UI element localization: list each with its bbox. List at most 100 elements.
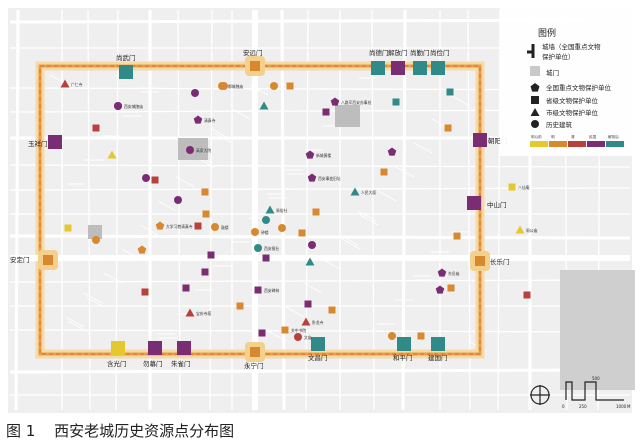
site-label: 西安城隍庙 [124, 104, 143, 109]
lane [175, 176, 195, 188]
legend-title: 图例 [538, 27, 556, 39]
legend-era-5: 解放后 [608, 134, 619, 139]
lane [67, 320, 87, 332]
gate-label: 文昌门 [308, 353, 328, 362]
landmark-block [335, 105, 360, 127]
site-square-icon [254, 286, 262, 294]
site-pentagon-icon [307, 173, 317, 182]
site-circle-icon [174, 196, 182, 204]
site-pentagon-icon [137, 245, 147, 254]
site-label: 西安报社 [264, 246, 279, 251]
lane [103, 272, 123, 284]
legend-wall-label-1: 城墙（全国重点文物 [542, 42, 601, 51]
site-label: 八路军西安办事处 [341, 100, 372, 105]
site-label: 周公庙 [526, 228, 538, 233]
site-circle-icon [211, 223, 219, 231]
legend-wall-symbol [527, 44, 535, 58]
legend-gate-symbol [530, 66, 540, 76]
gate-label: 永宁门 [244, 361, 264, 370]
site-triangle-icon [185, 308, 195, 317]
gate-marker [473, 133, 487, 147]
site-label: 文庙 [304, 335, 312, 340]
site-triangle-icon [107, 150, 117, 159]
site-triangle-icon [515, 225, 525, 234]
lane [231, 108, 251, 120]
site-circle-icon [142, 174, 150, 182]
site-square-icon [281, 326, 289, 334]
legend-circle-icon [531, 120, 539, 128]
gate-marker [431, 61, 445, 75]
scale-bar: 0 250 500 1000 M [562, 376, 631, 409]
site-square-icon [444, 124, 452, 132]
landmark-block [88, 225, 102, 239]
lane [413, 142, 433, 154]
site-circle-icon [114, 102, 122, 110]
site-square-icon [202, 210, 210, 218]
site-triangle-icon [259, 101, 269, 110]
gate-label: 朱雀门 [171, 359, 191, 368]
legend-historic-label: 历史建筑 [546, 120, 573, 129]
site-square-icon [194, 222, 202, 230]
street [497, 9, 501, 411]
legend-era-swatch [606, 141, 624, 147]
site-pentagon-icon [305, 150, 315, 159]
gate-label: 勿幕门 [143, 359, 163, 368]
lane [357, 210, 377, 222]
lane [65, 316, 85, 328]
street [9, 187, 631, 191]
figure-caption: 图 1 西安老城历史资源点分布图 [6, 420, 636, 442]
gate-label: 建国门 [428, 353, 448, 362]
scale-bar-icon [565, 381, 624, 401]
site-square-icon [523, 291, 531, 299]
site-label: 都城隍庙 [228, 84, 243, 89]
lane [211, 128, 231, 140]
city-gates: 尚武门安远门尚德门解放门尚勤门尚俭门玉祥门朝阳门中山门安定门长乐门含光门勿幕门朱… [10, 48, 510, 370]
site-square-icon [447, 284, 455, 292]
gate-label: 长乐门 [490, 257, 510, 266]
gate-marker [250, 347, 260, 357]
street [87, 9, 91, 411]
site-label: 广仁寺 [71, 82, 83, 87]
legend-era-swatch [568, 141, 586, 147]
site-square-icon [298, 229, 306, 237]
street [209, 9, 213, 411]
site-square-icon [258, 329, 266, 337]
site-circle-icon [308, 241, 316, 249]
site-square-icon [182, 284, 190, 292]
lane [213, 132, 233, 144]
site-label: 高家大院 [196, 148, 211, 153]
legend-panel [500, 8, 632, 156]
site-square-icon [201, 268, 209, 276]
site-square-icon [380, 168, 388, 176]
gate-marker [177, 341, 191, 355]
site-triangle-icon [305, 257, 315, 266]
site-label: 人民大厦 [361, 190, 376, 195]
gate-label: 玉祥门 [28, 139, 48, 148]
gate-marker [413, 61, 427, 75]
lane [267, 330, 287, 342]
legend-province-label: 省级文物保护单位 [546, 96, 599, 105]
gate-label: 尚勤门 [410, 48, 430, 57]
gate-marker [119, 65, 133, 79]
site-square-icon [312, 208, 320, 216]
site-pentagon-icon [437, 268, 447, 277]
scale-unit: M [627, 404, 631, 409]
legend-gate-label: 城门 [546, 68, 559, 77]
site-circle-icon [92, 236, 100, 244]
site-pentagon-icon [155, 221, 165, 230]
scale-tick-250: 250 [579, 404, 587, 409]
legend-era-1: 明以前 [531, 134, 542, 139]
site-circle-icon [220, 82, 228, 90]
site-square-icon [508, 183, 516, 191]
site-pentagon-icon [330, 97, 340, 106]
scale-tick-500: 500 [592, 376, 600, 381]
street [305, 9, 309, 411]
lane [395, 166, 415, 178]
site-label: 西安碑林 [264, 288, 279, 293]
site-triangle-icon [60, 79, 70, 88]
legend-square-icon [531, 96, 539, 104]
site-circle-icon [254, 244, 262, 252]
gate-label: 安定门 [10, 255, 30, 264]
site-label: 关中书院 [291, 328, 306, 333]
